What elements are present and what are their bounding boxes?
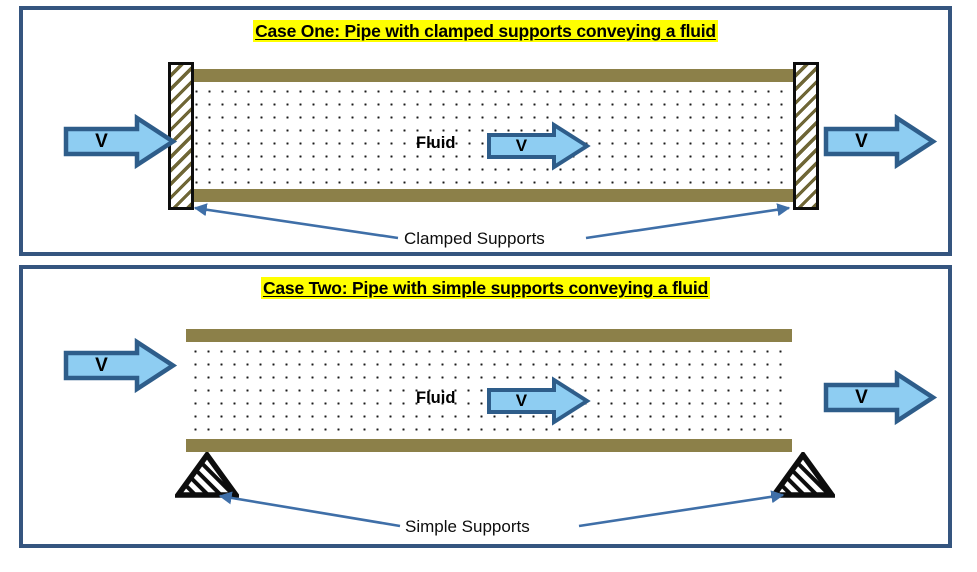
case-one-title: Case One: Pipe with clamped supports con… [23, 20, 948, 42]
hatched-triangle-icon [175, 452, 239, 498]
clamped-supports-callout [193, 203, 791, 240]
simple-support-left [175, 452, 239, 498]
leader-line-left [218, 491, 401, 528]
fluid-label: Fluid [416, 134, 456, 152]
case-one-panel: Case One: Pipe with clamped supports con… [19, 6, 952, 256]
block-arrow-icon [823, 369, 938, 426]
pipe-wall-top [187, 69, 799, 82]
case-two-title-text: Case Two: Pipe with simple supports conv… [260, 277, 711, 299]
pipe-wall-bottom [187, 189, 799, 202]
block-arrow-icon [63, 337, 178, 394]
case-one-title-text: Case One: Pipe with clamped supports con… [253, 20, 718, 42]
block-arrow-icon [487, 121, 591, 171]
simple-supports-label: Simple Supports [405, 517, 530, 536]
case-one-pipe [187, 69, 799, 202]
leader-line-left [193, 203, 399, 240]
clamped-supports-label: Clamped Supports [404, 229, 545, 248]
clamped-support-left [168, 62, 194, 210]
simple-support-right [771, 452, 835, 498]
pipe-wall-top [186, 329, 792, 342]
case-two-panel: Case Two: Pipe with simple supports conv… [19, 265, 952, 548]
simple-supports-callout [218, 490, 785, 528]
fluid-region [186, 342, 792, 439]
fluid-label: Fluid [416, 389, 456, 407]
case-two-title: Case Two: Pipe with simple supports conv… [23, 277, 948, 299]
leader-line-right [578, 490, 785, 528]
pipe-wall-bottom [186, 439, 792, 452]
leader-line-right [585, 203, 791, 240]
case-two-pipe [186, 329, 792, 452]
clamped-support-right [793, 62, 819, 210]
block-arrow-icon [823, 113, 938, 170]
hatched-triangle-icon [771, 452, 835, 498]
block-arrow-icon [63, 113, 178, 170]
block-arrow-icon [487, 376, 591, 426]
